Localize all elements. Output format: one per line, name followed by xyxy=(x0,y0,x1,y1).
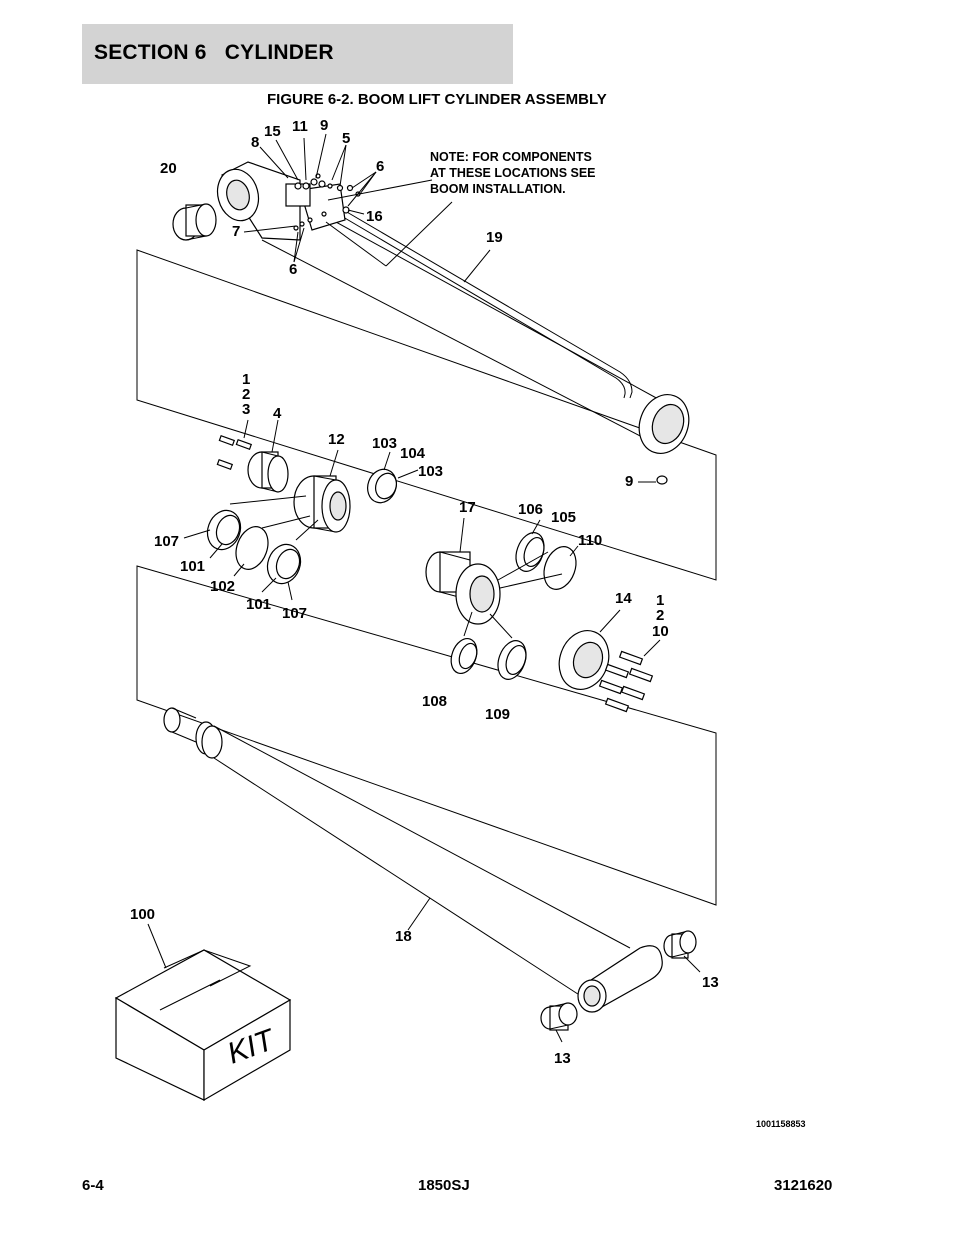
callout-15: 15 xyxy=(264,123,281,140)
callout-17: 17 xyxy=(459,499,476,516)
figure-title: FIGURE 6-2. BOOM LIFT CYLINDER ASSEMBLY xyxy=(267,91,607,108)
callout-2-left: 2 xyxy=(242,386,250,403)
callout-19: 19 xyxy=(486,229,503,246)
callout-6-bottom: 6 xyxy=(289,261,297,278)
callout-108: 108 xyxy=(422,693,447,710)
callout-7: 7 xyxy=(232,223,240,240)
section-header-bar: SECTION 6 CYLINDER xyxy=(82,24,513,84)
section-title: SECTION 6 CYLINDER xyxy=(94,41,334,64)
hydraulic-line xyxy=(337,207,633,399)
head-seals xyxy=(497,519,579,590)
callout-14: 14 xyxy=(615,590,632,607)
note-line-1: NOTE: FOR COMPONENTS xyxy=(430,150,592,164)
rod-panel-outline xyxy=(136,565,717,906)
callout-101-left: 101 xyxy=(180,558,205,575)
callout-5: 5 xyxy=(342,130,350,147)
callout-103-bottom: 103 xyxy=(418,463,443,480)
callout-11: 11 xyxy=(292,118,308,135)
callout-20: 20 xyxy=(160,160,177,177)
barrel-tube xyxy=(261,182,690,454)
callout-109: 109 xyxy=(485,706,510,723)
cylinder-head-17 xyxy=(425,517,501,625)
callout-9-top: 9 xyxy=(320,117,328,134)
footer-model: 1850SJ xyxy=(418,1177,470,1194)
leaders-upper xyxy=(243,133,491,283)
callout-10: 10 xyxy=(652,623,669,640)
bolts-1-2-10 xyxy=(598,639,661,713)
callout-1-left: 1 xyxy=(242,371,250,388)
callout-3: 3 xyxy=(242,401,250,418)
callout-110: 110 xyxy=(578,532,602,549)
footer-page-number: 6-4 xyxy=(82,1177,104,1194)
kit-box: KIT xyxy=(114,923,292,1102)
drawing-number: 1001158853 xyxy=(756,1119,806,1129)
callout-6-top: 6 xyxy=(376,158,384,175)
callout-105: 105 xyxy=(551,509,576,526)
callout-18: 18 xyxy=(395,928,412,945)
callout-13-bottom: 13 xyxy=(554,1050,571,1067)
note-line-3: BOOM INSTALLATION. xyxy=(430,182,566,196)
barrel-head xyxy=(216,161,301,241)
rings-103-104 xyxy=(367,451,419,504)
callout-104: 104 xyxy=(400,445,426,462)
callout-2-right: 2 xyxy=(656,607,664,624)
plug-9 xyxy=(638,475,668,485)
footer-doc-number: 3121620 xyxy=(774,1177,833,1194)
barrel-panel-outline xyxy=(136,249,717,581)
callout-13-right: 13 xyxy=(702,974,719,991)
seals-108-109 xyxy=(450,611,527,680)
callout-101-right: 101 xyxy=(246,596,271,613)
note-line-2: AT THESE LOCATIONS SEE xyxy=(430,166,596,180)
callout-100: 100 xyxy=(130,906,155,923)
piston-seals xyxy=(183,495,319,601)
flange-14 xyxy=(558,609,621,690)
bolts-1-2-3 xyxy=(216,419,253,470)
bushing-13-upper xyxy=(663,930,701,973)
callout-16: 16 xyxy=(366,208,383,225)
callout-102: 102 xyxy=(210,578,235,595)
callout-12: 12 xyxy=(328,431,345,448)
callout-107-right: 107 xyxy=(282,605,307,622)
bushing-13-lower xyxy=(540,1002,578,1043)
gland-4 xyxy=(247,419,289,493)
callout-106: 106 xyxy=(518,501,543,518)
callout-9-barrel: 9 xyxy=(625,473,633,490)
callout-1-right: 1 xyxy=(656,592,664,609)
piston-12 xyxy=(293,449,351,533)
bushing-20 xyxy=(172,203,217,241)
piston-rod-18 xyxy=(163,707,631,999)
callout-8: 8 xyxy=(251,134,259,151)
rod-eye xyxy=(577,945,663,1013)
callout-4: 4 xyxy=(273,405,282,422)
callout-103-top: 103 xyxy=(372,435,397,452)
callout-107-left: 107 xyxy=(154,533,179,550)
